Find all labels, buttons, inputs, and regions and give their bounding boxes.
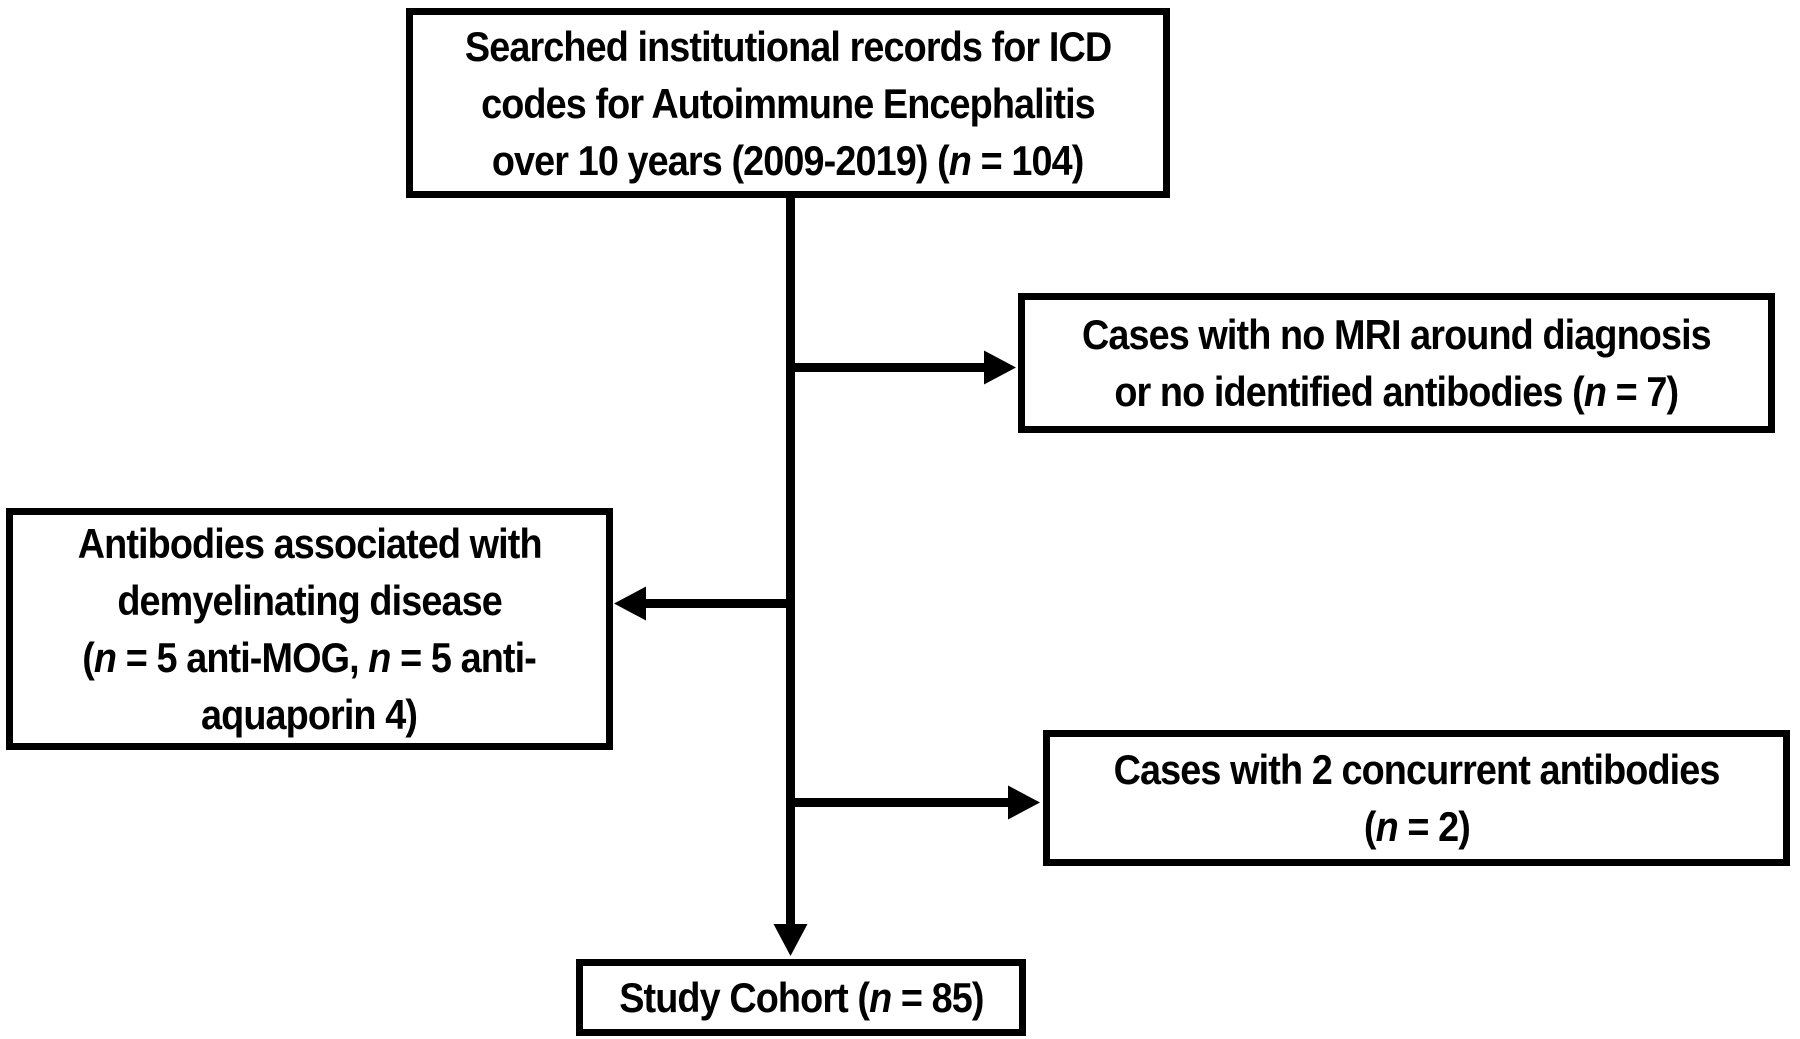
arrow-down-icon: [773, 924, 808, 956]
text-line: Cases with no MRI around diagnosis: [1082, 306, 1712, 363]
box-excluded-concurrent: Cases with 2 concurrent antibodies (n = …: [1043, 730, 1790, 866]
box-excluded-no-mri: Cases with no MRI around diagnosis or no…: [1018, 293, 1775, 433]
text-line: Antibodies associated with: [77, 515, 543, 572]
text-segment: = 5 anti-: [390, 634, 538, 681]
text-line: or no identified antibodies (n = 7): [1114, 363, 1680, 420]
text-segment: = 2): [1397, 803, 1471, 850]
text-line: Cases with 2 concurrent antibodies: [1113, 741, 1721, 798]
text-line: (n = 5 anti-MOG, n = 5 anti-: [82, 629, 538, 686]
text-segment: = 7): [1606, 368, 1680, 415]
text-segment: = 85): [890, 974, 984, 1021]
text-segment: (: [1363, 803, 1376, 850]
box-study-cohort: Study Cohort (n = 85): [576, 959, 1026, 1036]
text-segment: = 5 anti-MOG,: [116, 634, 369, 681]
text-segment-italic-n: n: [368, 634, 392, 681]
text-segment: over 10 years (2009-2019) (: [492, 136, 950, 184]
text-segment-italic-n: n: [1375, 803, 1398, 850]
text-segment-italic-n: n: [94, 634, 117, 681]
branch-line-no-mri: [786, 363, 988, 372]
branch-line-concurrent: [786, 798, 1010, 807]
text-segment: codes for Autoimmune Encephalitis: [481, 79, 1096, 127]
text-line: codes for Autoimmune Encephalitis: [481, 75, 1096, 132]
text-segment: or no identified antibodies (: [1114, 368, 1585, 415]
text-line: aquaporin 4): [201, 686, 418, 743]
text-segment: Cases with 2 concurrent antibodies: [1113, 746, 1721, 793]
text-segment-italic-n: n: [949, 136, 972, 184]
text-segment: demyelinating disease: [117, 577, 502, 624]
text-segment: Antibodies associated with: [77, 520, 543, 567]
text-line: over 10 years (2009-2019) (n = 104): [492, 132, 1084, 189]
arrow-right-icon: [984, 350, 1016, 385]
text-segment: aquaporin 4): [201, 691, 418, 738]
box-searched-records: Searched institutional records for ICD c…: [406, 8, 1170, 198]
branch-line-demyelinating: [644, 599, 795, 608]
text-segment: Cases with no MRI around diagnosis: [1082, 311, 1712, 358]
text-line: Searched institutional records for ICD: [464, 18, 1112, 75]
arrow-right-icon: [1008, 785, 1040, 820]
arrow-left-icon: [614, 586, 646, 621]
main-vertical-line: [786, 197, 795, 927]
text-segment: Searched institutional records for ICD: [464, 22, 1112, 70]
text-segment: (: [82, 634, 96, 681]
box-excluded-demyelinating: Antibodies associated with demyelinating…: [6, 508, 613, 750]
text-segment: Study Cohort (: [618, 974, 870, 1021]
text-segment-italic-n: n: [868, 974, 892, 1021]
text-line: (n = 2): [1363, 798, 1471, 855]
text-segment-italic-n: n: [1584, 368, 1607, 415]
text-segment: = 104): [971, 136, 1085, 184]
text-line: demyelinating disease: [117, 572, 502, 629]
text-line: Study Cohort (n = 85): [618, 969, 984, 1026]
